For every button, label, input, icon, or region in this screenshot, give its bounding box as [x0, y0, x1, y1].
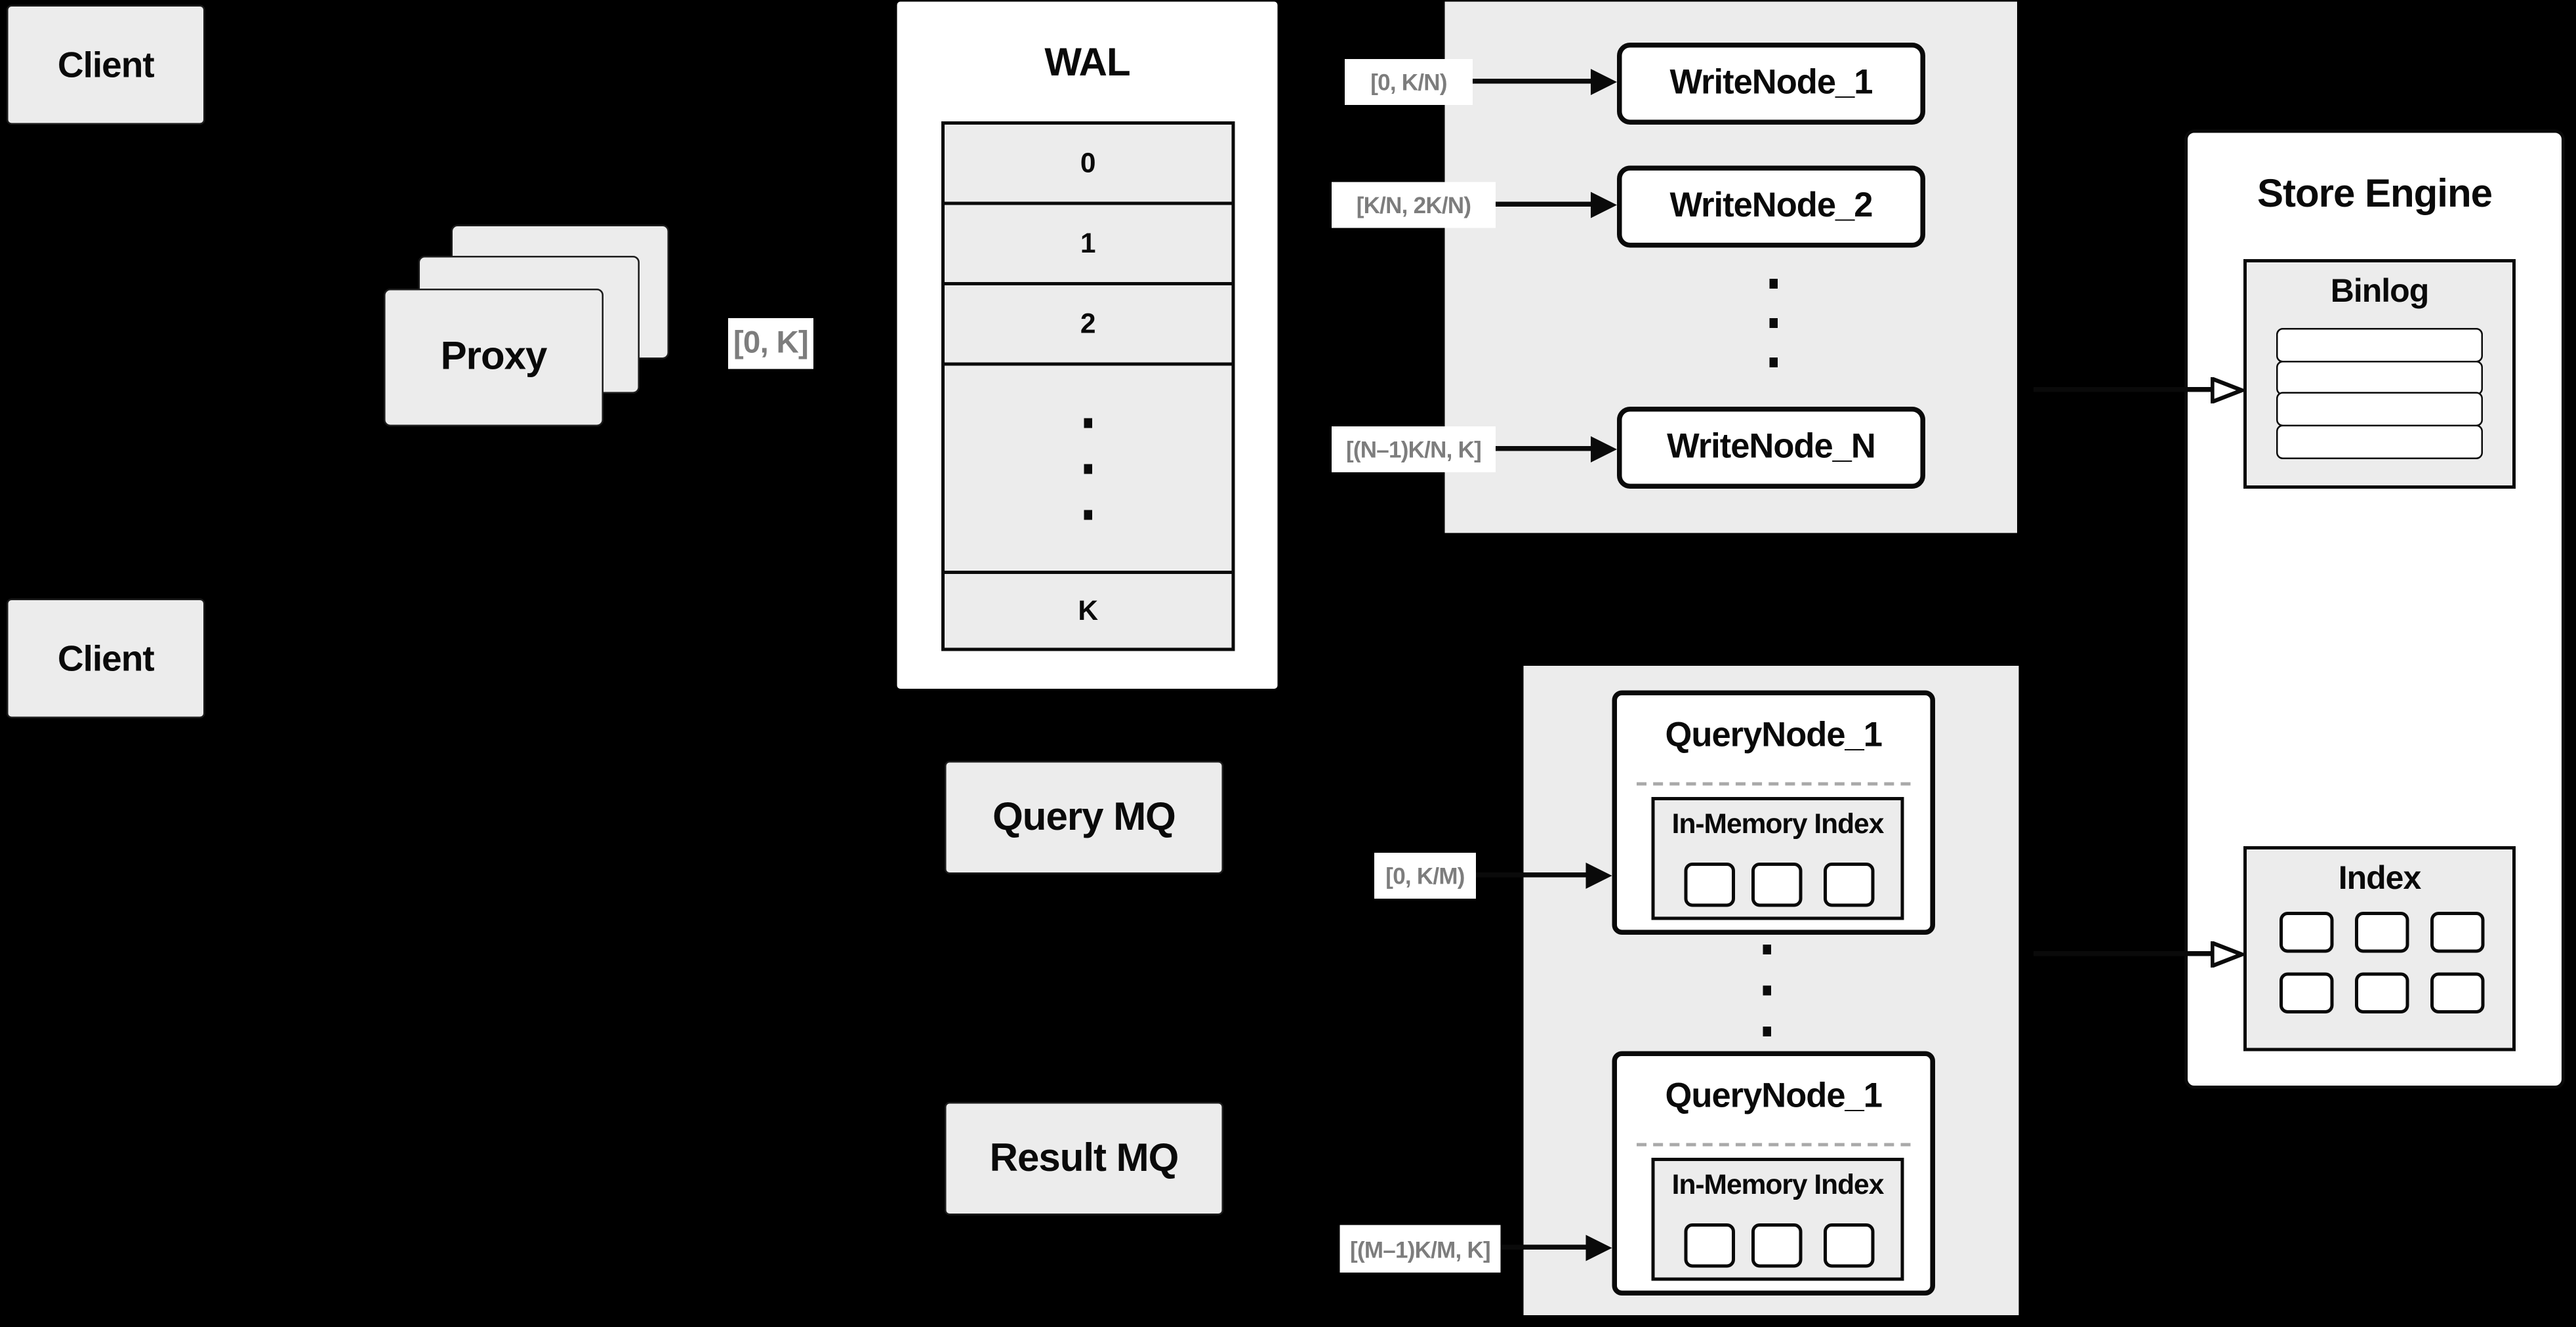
client-box-top: Client [7, 5, 205, 125]
range-label-query-1: [0, K/M) [1374, 853, 1476, 899]
index-segment [2280, 972, 2334, 1013]
arrowhead-right-icon [1585, 863, 1612, 889]
in-memory-index-box: In-Memory Index [1651, 1158, 1904, 1281]
write-node-n-box: WriteNode_N [1617, 407, 1925, 489]
wal-cell-0: 0 [941, 121, 1235, 205]
binlog-box: Binlog [2243, 259, 2516, 489]
wal-panel: WAL 0 1 2 K [897, 1, 1278, 689]
wal-cell-1: 1 [941, 201, 1235, 285]
index-segment [2430, 972, 2485, 1013]
wal-cell-ellipsis [941, 362, 1235, 574]
write-node-group: WriteNode_1 WriteNode_2 WriteNode_N [1444, 1, 2017, 533]
in-memory-index-title: In-Memory Index [1671, 808, 1885, 840]
wal-table: 0 1 2 K [941, 121, 1235, 651]
write-node-n-label: WriteNode_N [1667, 428, 1876, 466]
arrow-line-to-index [2034, 951, 2214, 956]
ellipsis-dot [1769, 318, 1778, 328]
ellipsis-dot [1084, 509, 1092, 520]
query-node-1-box: QueryNode_1 In-Memory Index [1612, 690, 1935, 935]
query-mq-label: Query MQ [992, 794, 1176, 839]
query-mq-box: Query MQ [945, 761, 1223, 874]
index-segment [2355, 912, 2409, 953]
range-label-write-n: [(N–1)K/N, K] [1332, 426, 1496, 472]
segment [1751, 1223, 1803, 1268]
range-label-query-m: [(M–1)K/M, K] [1339, 1225, 1501, 1273]
range-label-write-2: [K/N, 2K/N) [1332, 182, 1496, 228]
arrowhead-open-icon [2211, 377, 2243, 403]
index-title: Index [2338, 860, 2422, 897]
ellipsis-dot [1763, 985, 1771, 996]
write-node-1-label: WriteNode_1 [1669, 64, 1873, 102]
ellipsis-dot [1084, 417, 1092, 428]
arrow-line-to-binlog [2034, 387, 2214, 392]
ellipsis-dot [1769, 279, 1778, 289]
proxy-card-front: Proxy [384, 289, 603, 426]
binlog-row [2276, 424, 2483, 459]
query-node-group: QueryNode_1 In-Memory Index QueryNode_1 … [1523, 666, 2019, 1315]
write-node-2-box: WriteNode_2 [1617, 165, 1925, 248]
dashed-divider [1637, 1143, 1911, 1147]
binlog-row [2276, 360, 2483, 396]
ellipsis-dot [1763, 945, 1771, 954]
client-top-label: Client [57, 43, 155, 85]
client-bottom-label: Client [57, 637, 155, 678]
query-node-1-title: QueryNode_1 [1665, 716, 1883, 755]
store-engine-title: Store Engine [2257, 172, 2493, 217]
index-segment [2430, 912, 2485, 953]
query-node-2-box: QueryNode_1 In-Memory Index [1612, 1051, 1935, 1296]
arrow-line-write-n [1496, 446, 1593, 451]
segment [1824, 1223, 1875, 1268]
ellipsis-dot [1084, 463, 1092, 474]
arrow-line-write-2 [1496, 201, 1593, 207]
binlog-title: Binlog [2330, 273, 2430, 310]
binlog-row [2276, 392, 2483, 427]
index-segment [2355, 972, 2409, 1013]
result-mq-box: Result MQ [945, 1102, 1223, 1215]
segment [1684, 1223, 1735, 1268]
segment [1684, 863, 1735, 907]
write-node-1-box: WriteNode_1 [1617, 43, 1925, 125]
arrow-line-query-m [1500, 1244, 1587, 1250]
proxy-label: Proxy [440, 335, 548, 379]
arrowhead-right-icon [1591, 192, 1617, 218]
wal-title: WAL [1044, 41, 1130, 86]
store-engine-panel: Store Engine Binlog Index [2184, 129, 2565, 1089]
segment [1824, 863, 1875, 907]
arrowhead-right-icon [1585, 1235, 1612, 1261]
arrowhead-open-icon [2211, 941, 2243, 968]
index-segment [2280, 912, 2334, 953]
ellipsis-dot [1769, 357, 1778, 367]
index-box: Index [2243, 846, 2516, 1051]
client-box-bottom: Client [7, 598, 205, 718]
wal-cell-k: K [941, 571, 1235, 651]
arrowhead-right-icon [1591, 69, 1617, 95]
range-label-proxy-out: [0, K] [728, 318, 813, 369]
query-node-2-title: QueryNode_1 [1665, 1077, 1883, 1116]
dashed-divider [1637, 782, 1911, 786]
result-mq-label: Result MQ [989, 1135, 1179, 1180]
write-node-2-label: WriteNode_2 [1669, 187, 1873, 225]
ellipsis-dot [1763, 1027, 1771, 1036]
range-label-write-1: [0, K/N) [1345, 59, 1473, 105]
arrowhead-right-icon [1591, 436, 1617, 462]
arrow-line-write-1 [1473, 79, 1593, 84]
binlog-rows [2276, 329, 2483, 459]
in-memory-index-title: In-Memory Index [1671, 1169, 1885, 1201]
in-memory-index-box: In-Memory Index [1651, 797, 1904, 920]
binlog-row [2276, 329, 2483, 363]
segment [1751, 863, 1803, 907]
wal-cell-2: 2 [941, 282, 1235, 366]
arrow-line-query-1 [1476, 872, 1587, 878]
